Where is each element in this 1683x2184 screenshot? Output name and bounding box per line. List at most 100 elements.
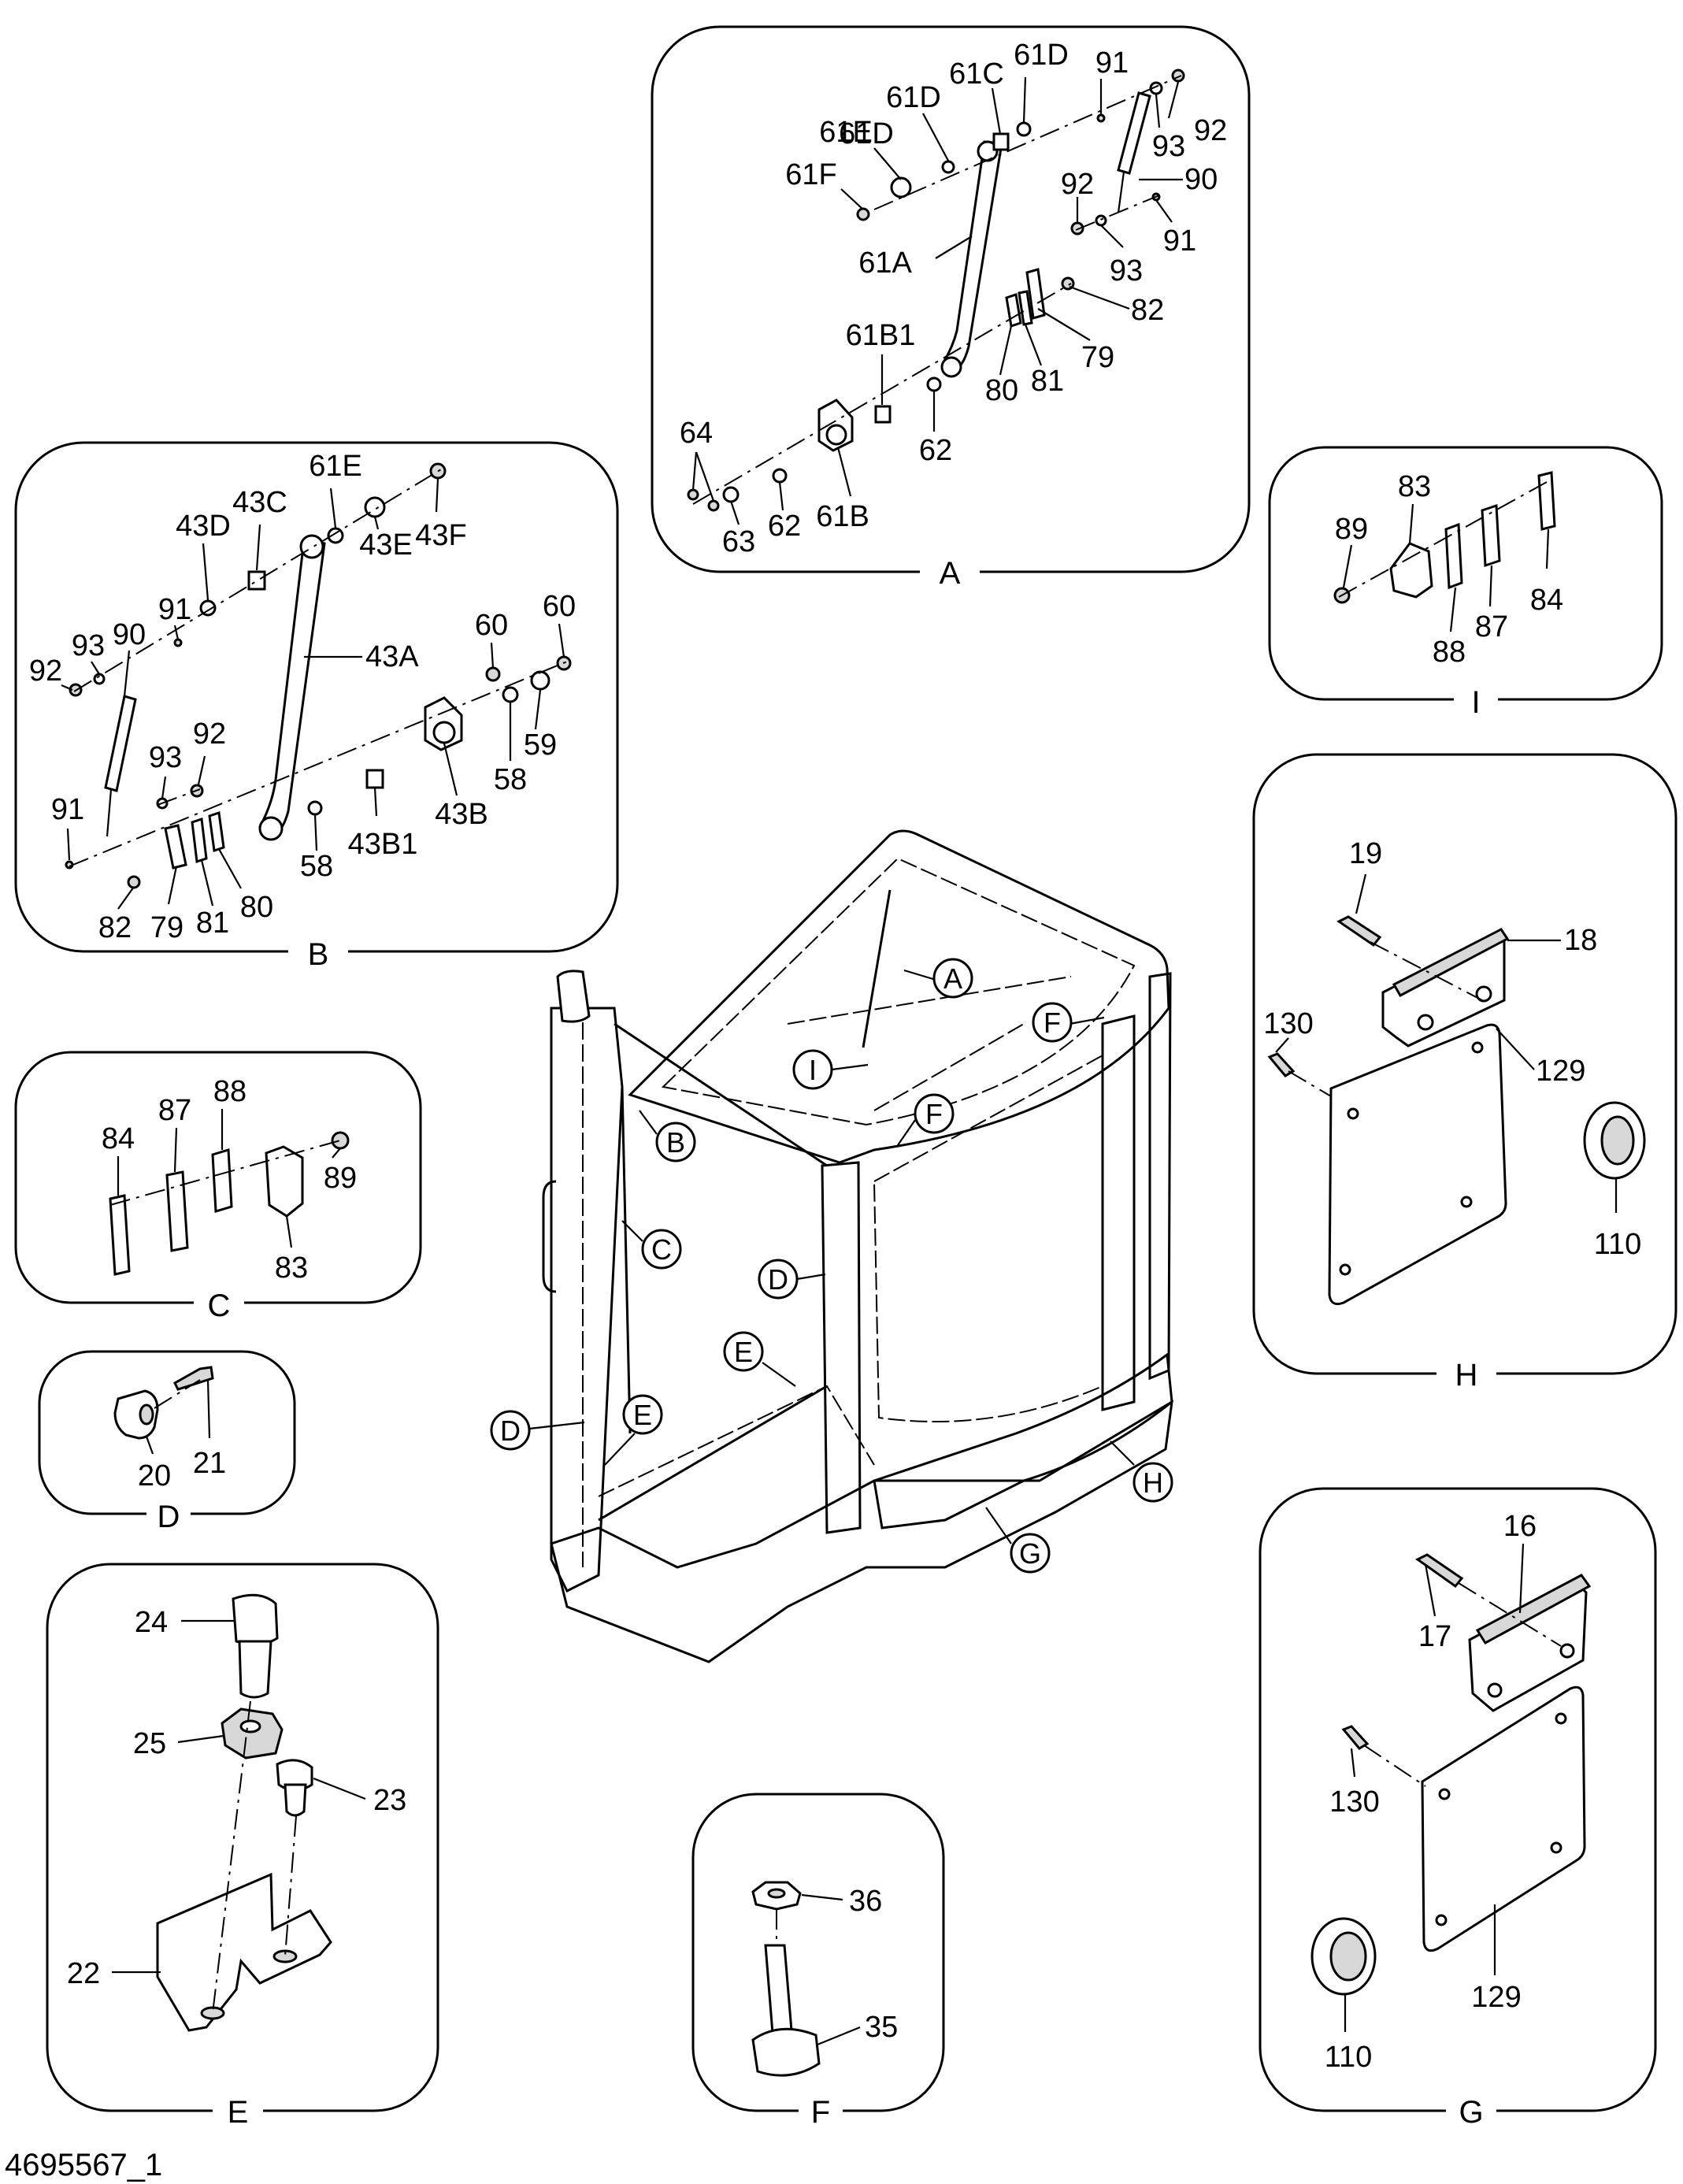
cab-pillar-front-left-inner	[567, 1015, 584, 1567]
panel-b-washer-43d	[199, 599, 217, 617]
panel-h-leaders	[1275, 873, 1618, 1213]
panel-a-washer-63	[722, 486, 740, 503]
label-e-24: 24	[135, 1606, 168, 1639]
callout-h: H	[1110, 1441, 1173, 1503]
panel-b-bushing-43b1	[365, 769, 384, 789]
cab-door-handle	[542, 1180, 557, 1293]
figure-id: 4695567_1	[5, 2148, 162, 2182]
panel-a-centerline-top	[873, 75, 1182, 210]
label-b-43b1: 43B1	[348, 828, 418, 861]
panel-b-leaders	[61, 478, 565, 910]
label-i-84: 84	[1530, 584, 1563, 617]
panel-a-pin-91	[1096, 113, 1106, 123]
label-h-18: 18	[1564, 924, 1597, 957]
label-b-79: 79	[150, 911, 183, 944]
svg-text:D: D	[768, 1263, 788, 1296]
svg-text:B: B	[666, 1126, 685, 1159]
label-b-43b: 43B	[435, 798, 488, 831]
panel-g-plate-hole-2	[1555, 1712, 1567, 1725]
label-f-35: 35	[865, 2011, 898, 2044]
panel-e: E 24 25 23 22	[46, 1563, 439, 2130]
panel-g-caption-bg	[1446, 2095, 1496, 2127]
callout-d-outer: D	[490, 1410, 585, 1451]
label-a-82: 82	[1131, 294, 1164, 327]
panel-b-bushing-43c	[247, 570, 266, 591]
svg-text:A: A	[943, 962, 962, 995]
panel-g-bolt-17	[1415, 1553, 1464, 1589]
panel-e-bolt-23-shank	[284, 1783, 307, 1817]
panel-c: C 88 87 84 89 83	[14, 1051, 422, 1323]
panel-c-bolt-89	[331, 1131, 350, 1150]
callout-e-outer: E	[604, 1394, 663, 1466]
panel-a-arm-eye-bottom	[940, 356, 962, 378]
cab-callouts: A F I F B C D	[490, 958, 1173, 1574]
panel-a-gas-rod	[1117, 171, 1125, 213]
label-b-81: 81	[196, 907, 229, 940]
label-b-91: 91	[158, 593, 191, 626]
panel-e-bracket-22	[156, 1872, 332, 2032]
label-a-63: 63	[722, 525, 755, 558]
label-a-80: 80	[985, 374, 1018, 407]
panel-i: I 83 89 84 88 87	[1268, 446, 1663, 720]
panel-a-centerline-mid	[1075, 195, 1160, 231]
cab-roof-beam	[787, 976, 1072, 1025]
panel-i-leaders	[1342, 503, 1550, 632]
label-a-62: 62	[919, 434, 952, 467]
label-c-87: 87	[158, 1094, 191, 1127]
label-b-92: 92	[29, 654, 62, 688]
label-a-61d-2: 61D	[886, 81, 941, 114]
cab-pillar-front-left	[550, 1007, 624, 1593]
panel-a-leaders	[691, 76, 1183, 525]
label-c-84: 84	[102, 1122, 135, 1155]
panel-g-plate-hole-3	[1435, 1914, 1448, 1926]
panel-a-washer-62	[926, 376, 942, 392]
callout-c: C	[621, 1220, 682, 1270]
label-b-58-b: 58	[300, 850, 333, 883]
panel-h-bolt-19	[1336, 915, 1382, 947]
label-g-17: 17	[1418, 1620, 1451, 1653]
panel-g-centerline	[1458, 1582, 1562, 1647]
callout-b: B	[639, 1110, 696, 1162]
callout-g: G	[985, 1507, 1051, 1574]
panel-b-bracket-hole	[432, 721, 456, 744]
panel-g-plate-129	[1421, 1685, 1586, 1952]
panel-d-leaders	[145, 1379, 211, 1455]
panel-f-foot-35	[751, 2027, 821, 2077]
panel-b-washer-58-b	[502, 686, 519, 703]
svg-text:F: F	[1044, 1007, 1061, 1039]
label-b-91-b: 91	[51, 793, 84, 826]
label-i-83: 83	[1398, 470, 1431, 503]
label-a-79: 79	[1081, 341, 1114, 374]
panel-b-washer-59	[530, 670, 550, 691]
label-a-81: 81	[1031, 365, 1064, 398]
label-d-21: 21	[193, 1447, 226, 1480]
panel-b-arm-eye-bottom	[258, 816, 284, 841]
panel-b-centerline-mid	[157, 788, 201, 806]
panel-c-plate-87	[165, 1170, 189, 1252]
label-a-91-b: 91	[1163, 224, 1196, 258]
label-h-130: 130	[1263, 1007, 1313, 1040]
panel-g-plate-hole-1	[1438, 1788, 1451, 1800]
panel-b-caption: B	[308, 937, 329, 972]
panel-h-pad-18-face	[1392, 928, 1510, 998]
label-a-92-b: 92	[1061, 168, 1094, 201]
panel-c-plate-84	[109, 1194, 131, 1276]
panel-f-caption: F	[811, 2095, 830, 2130]
panel-a-bolt-64	[687, 488, 699, 501]
label-g-110: 110	[1325, 2041, 1373, 2074]
label-g-129: 129	[1471, 1981, 1521, 2014]
panel-h-pad-hole-2	[1475, 985, 1492, 1003]
panel-a-washer-93-b	[1095, 214, 1107, 227]
callout-f-top: F	[1032, 1002, 1105, 1043]
label-a-61f: 61F	[785, 158, 836, 191]
panel-d: D 20 21	[38, 1350, 296, 1534]
panel-a-bushing-61b1	[874, 405, 892, 424]
label-e-23: 23	[373, 1784, 406, 1817]
panel-c-caption-bg	[194, 1289, 244, 1320]
cab-rear-window	[873, 1054, 1103, 1422]
panel-b-bolt-60	[485, 666, 501, 682]
callout-a: A	[903, 958, 973, 999]
panel-g-screw-130	[1341, 1725, 1370, 1750]
panel-a-caption-bg	[920, 556, 980, 588]
svg-text:I: I	[809, 1054, 817, 1086]
